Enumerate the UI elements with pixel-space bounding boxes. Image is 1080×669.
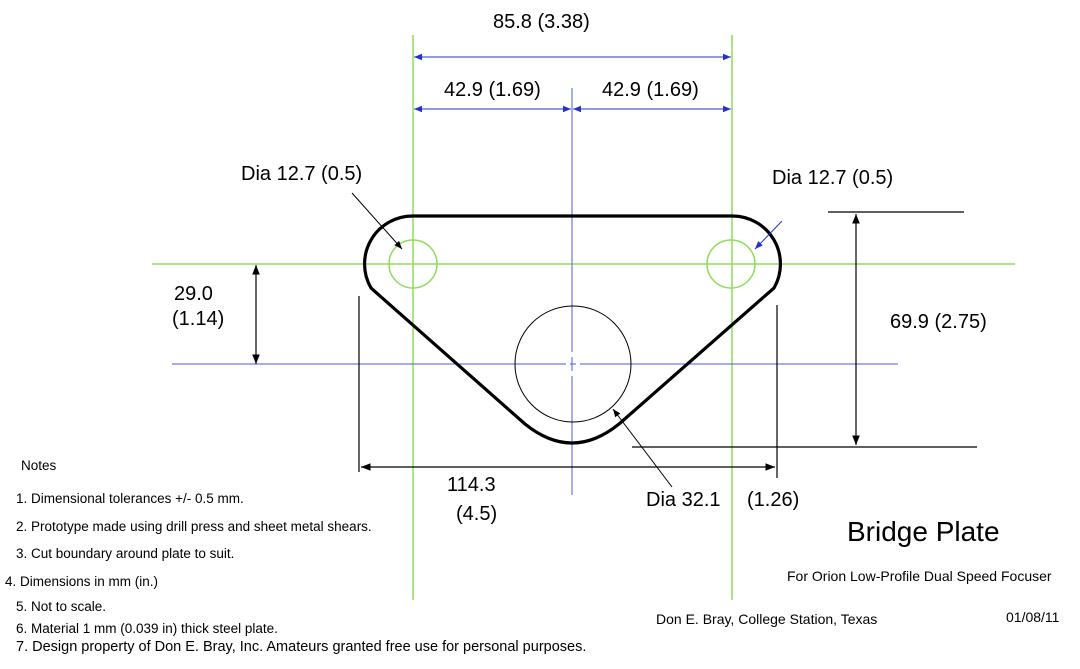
vertical-offset-mm-label: 29.0 (174, 283, 213, 305)
note-item-7: 7. Design property of Don E. Bray, Inc. … (16, 639, 587, 655)
drawing-author: Don E. Bray, College Station, Texas (656, 611, 878, 627)
width-dimension (358, 296, 778, 478)
center-hole-dia-label: Dia 32.1 (646, 489, 721, 511)
overall-spacing-label: 85.8 (3.38) (493, 11, 590, 33)
plate-outline (363, 214, 782, 445)
note-item-3: 3. Cut boundary around plate to suit. (16, 546, 235, 561)
vertical-offset-in-label: (1.14) (172, 308, 225, 330)
overall-width-mm-label: 114.3 (447, 474, 496, 496)
height-dimension (632, 211, 977, 448)
right-mount-hole (706, 239, 756, 289)
note-item-5: 5. Not to scale. (16, 599, 107, 614)
green-centerlines (152, 35, 1015, 600)
note-item-2: 2. Prototype made using drill press and … (16, 519, 372, 534)
drawing-subtitle: For Orion Low-Profile Dual Speed Focuser (787, 568, 1052, 584)
note-item-4: 4. Dimensions in mm (in.) (5, 574, 159, 589)
drawing-date: 01/08/11 (1006, 609, 1060, 625)
note-item-1: 1. Dimensional tolerances +/- 0.5 mm. (16, 491, 244, 506)
note-item-6: 6. Material 1 mm (0.039 in) thick steel … (16, 621, 278, 636)
right-hole-dia-label: Dia 12.7 (0.5) (772, 167, 894, 189)
overall-width-in-label: (4.5) (456, 503, 498, 525)
drawing-title: Bridge Plate (847, 516, 1000, 547)
right-half-spacing-label: 42.9 (1.69) (602, 79, 699, 101)
overall-height-label: 69.9 (2.75) (890, 311, 987, 333)
notes-heading: Notes (21, 458, 57, 473)
center-hole-dia-in-label: (1.26) (747, 489, 800, 511)
blue-centerlines (172, 88, 898, 495)
center-mark (566, 352, 580, 376)
left-mount-hole (388, 239, 438, 289)
right-hole-leader (754, 220, 783, 250)
left-hole-leader (351, 192, 403, 250)
left-hole-dia-label: Dia 12.7 (0.5) (241, 163, 363, 185)
left-half-spacing-label: 42.9 (1.69) (444, 79, 541, 101)
center-hole (514, 305, 632, 423)
center-hole-leader (612, 408, 673, 488)
top-dimensions (414, 53, 731, 113)
